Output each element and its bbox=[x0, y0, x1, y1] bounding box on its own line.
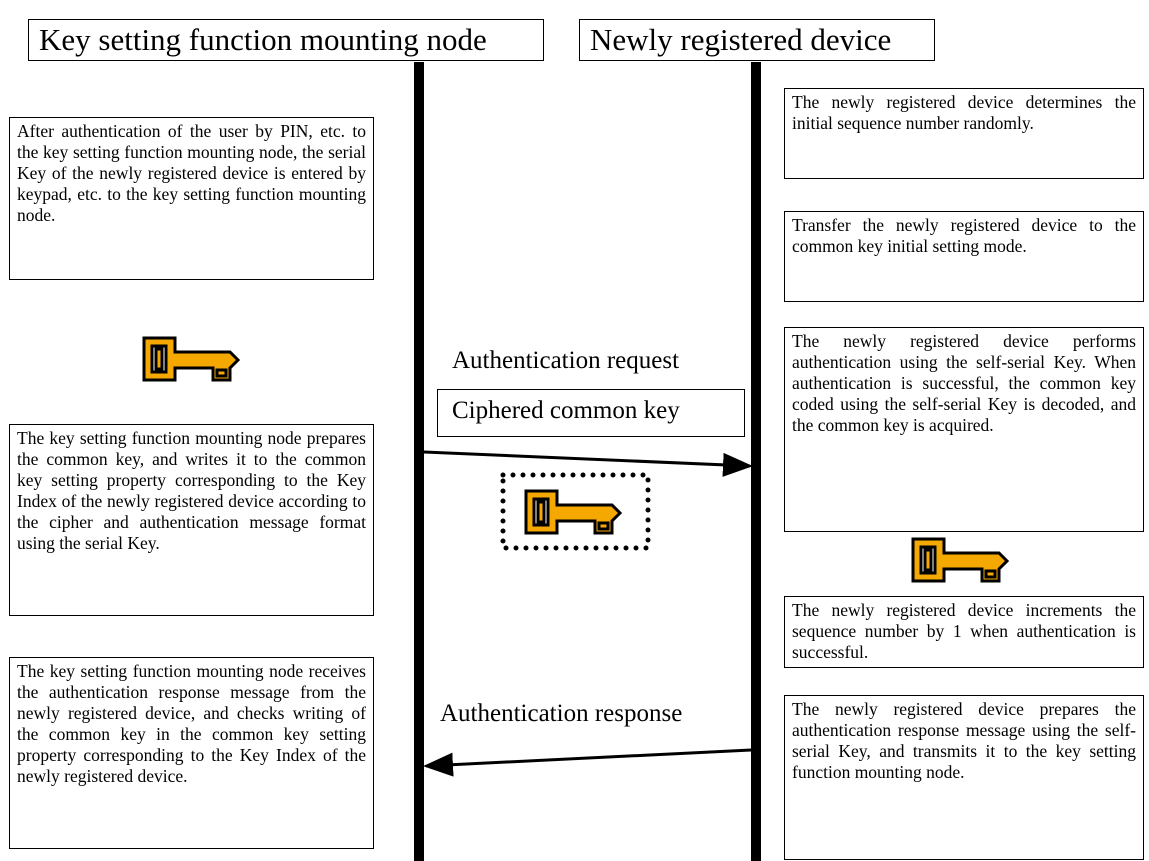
right-note-2-text: Transfer the newly registered device to … bbox=[792, 215, 1136, 256]
left-note-2-text: The key setting function mounting node p… bbox=[17, 428, 366, 553]
header-right-label: Newly registered device bbox=[590, 22, 892, 57]
key-icon bbox=[142, 336, 240, 382]
left-note-3-text: The key setting function mounting node r… bbox=[17, 661, 366, 786]
ciphered-key-label-box: Ciphered common key bbox=[437, 389, 745, 437]
right-note-4-text: The newly registered device increments t… bbox=[792, 600, 1136, 662]
auth-request-label: Authentication request bbox=[452, 347, 680, 374]
lifeline-right bbox=[751, 62, 761, 861]
auth-response-label: Authentication response bbox=[440, 700, 683, 727]
left-note-2: The key setting function mounting node p… bbox=[9, 424, 374, 616]
left-note-1-text: After authentication of the user by PIN,… bbox=[17, 121, 366, 225]
right-note-3: The newly registered device performs aut… bbox=[784, 327, 1144, 532]
lifeline-left bbox=[414, 62, 424, 861]
right-note-5: The newly registered device prepares the… bbox=[784, 695, 1144, 860]
response-arrow bbox=[423, 748, 752, 777]
key-icon bbox=[911, 537, 1009, 583]
key-icon bbox=[524, 489, 622, 535]
right-note-1-text: The newly registered device determines t… bbox=[792, 92, 1136, 133]
ciphered-key-label: Ciphered common key bbox=[452, 397, 680, 424]
right-note-4: The newly registered device increments t… bbox=[784, 596, 1144, 668]
left-note-1: After authentication of the user by PIN,… bbox=[9, 117, 374, 280]
lifeline-header-right: Newly registered device bbox=[579, 19, 935, 61]
left-note-3: The key setting function mounting node r… bbox=[9, 657, 374, 849]
lifeline-header-left: Key setting function mounting node bbox=[28, 19, 544, 61]
right-note-2: Transfer the newly registered device to … bbox=[784, 211, 1144, 302]
right-note-3-text: The newly registered device performs aut… bbox=[792, 331, 1136, 435]
header-left-label: Key setting function mounting node bbox=[39, 22, 487, 57]
right-note-1: The newly registered device determines t… bbox=[784, 88, 1144, 179]
right-note-5-text: The newly registered device prepares the… bbox=[792, 699, 1136, 782]
request-arrow bbox=[423, 450, 753, 477]
